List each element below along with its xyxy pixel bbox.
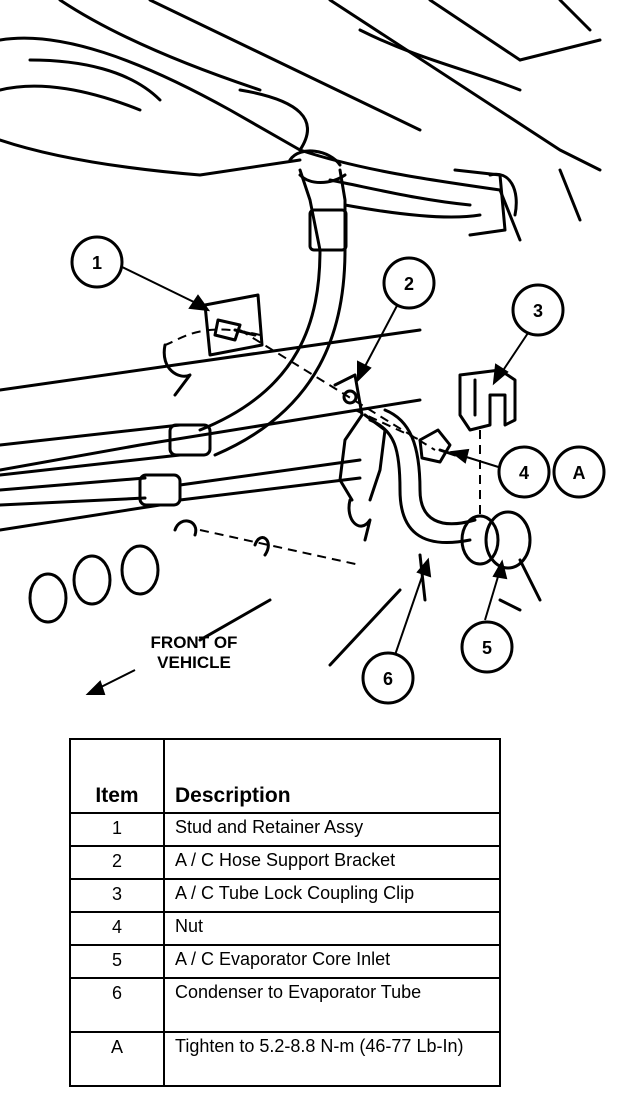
- svg-text:VEHICLE: VEHICLE: [157, 653, 231, 672]
- panel-holes: [28, 519, 270, 624]
- nut: [418, 428, 457, 464]
- legend-header-item: Item: [69, 738, 165, 814]
- legend-description: Tighten to 5.2-8.8 N-m (46-77 Lb-In): [163, 1031, 501, 1087]
- exploded-view-diagram: 1 2 3 4 A 5 6 FRONT OF VEHICLE: [0, 0, 606, 705]
- svg-text:4: 4: [519, 463, 529, 483]
- callout-1: 1: [70, 235, 124, 289]
- alignment-lines: [164, 328, 481, 566]
- legend-description: Condenser to Evaporator Tube: [163, 977, 501, 1033]
- legend-item: 4: [69, 911, 165, 946]
- legend-header-row: Item Description: [69, 738, 501, 814]
- svg-text:FRONT OF: FRONT OF: [151, 633, 238, 652]
- evaporator-core-inlet: [460, 510, 542, 602]
- front-of-vehicle-label: FRONT OF VEHICLE: [151, 633, 238, 672]
- lower-tubes: [0, 423, 362, 507]
- svg-text:6: 6: [383, 669, 393, 689]
- callout-6: 6: [361, 651, 415, 705]
- legend-row: 2 A / C Hose Support Bracket: [69, 845, 501, 880]
- svg-text:5: 5: [482, 638, 492, 658]
- legend-description: Nut: [163, 911, 501, 946]
- legend-description: A / C Evaporator Core Inlet: [163, 944, 501, 979]
- legend-table: Item Description 1 Stud and Retainer Ass…: [69, 738, 501, 1087]
- legend-item: 1: [69, 812, 165, 847]
- legend-description: A / C Tube Lock Coupling Clip: [163, 878, 501, 913]
- callout-A: A: [552, 445, 606, 499]
- vehicle-body-panel: [0, 0, 602, 532]
- leader-lines: [85, 264, 531, 695]
- lock-coupling-clip: [458, 368, 517, 432]
- legend-item: A: [69, 1031, 165, 1087]
- legend-row: 5 A / C Evaporator Core Inlet: [69, 944, 501, 979]
- legend-item: 5: [69, 944, 165, 979]
- callout-5: 5: [460, 620, 514, 674]
- callout-4: 4: [497, 445, 551, 499]
- legend-header-description: Description: [163, 738, 501, 814]
- svg-text:3: 3: [533, 301, 543, 321]
- legend-row: 6 Condenser to Evaporator Tube: [69, 977, 501, 1033]
- condenser-to-evaporator-tube: [368, 408, 477, 545]
- legend-row: 1 Stud and Retainer Assy: [69, 812, 501, 847]
- callout-3: 3: [511, 283, 565, 337]
- legend-item: 2: [69, 845, 165, 880]
- callout-2: 2: [382, 256, 436, 310]
- legend-row: 4 Nut: [69, 911, 501, 946]
- legend-description: A / C Hose Support Bracket: [163, 845, 501, 880]
- ac-hose: [198, 149, 518, 457]
- stud-and-retainer: [162, 293, 264, 397]
- legend-item: 6: [69, 977, 165, 1033]
- svg-text:2: 2: [404, 274, 414, 294]
- svg-text:A: A: [573, 463, 586, 483]
- legend-row: A Tighten to 5.2-8.8 N-m (46-77 Lb-In): [69, 1031, 501, 1087]
- hose-support-bracket: [333, 373, 387, 542]
- svg-text:1: 1: [92, 253, 102, 273]
- legend-row: 3 A / C Tube Lock Coupling Clip: [69, 878, 501, 913]
- legend-item: 3: [69, 878, 165, 913]
- legend-description: Stud and Retainer Assy: [163, 812, 501, 847]
